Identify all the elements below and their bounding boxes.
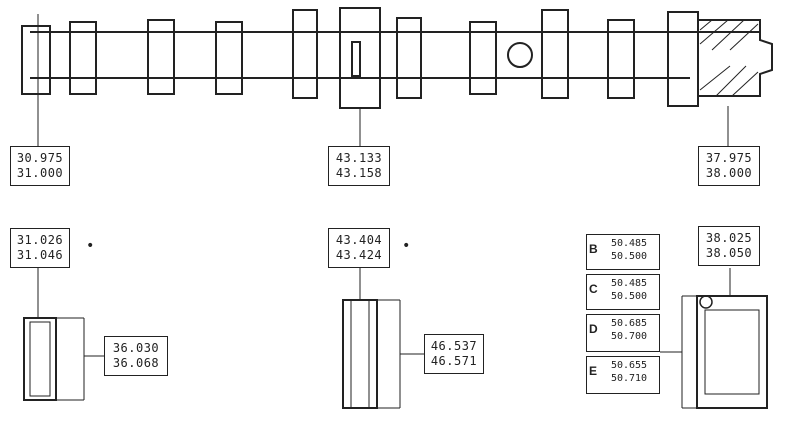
grade-box-d: D 50.685 50.700 [586, 314, 660, 352]
journal-right [667, 11, 699, 107]
mark-bullet-middle: • [402, 238, 411, 254]
right-bushing-oil-hole [699, 295, 713, 309]
dim-value-max: 43.158 [335, 166, 383, 180]
mark-bullet-left: • [86, 238, 95, 254]
dim-value-min: 38.025 [705, 231, 753, 245]
dim-value-min: 31.026 [16, 233, 64, 247]
right-end-hatch [699, 19, 759, 97]
left-bushing-outer [23, 317, 57, 401]
dim-value-max: 38.000 [705, 166, 753, 180]
grade-letter: C [589, 282, 598, 296]
dim-value-min: 36.030 [112, 341, 160, 355]
bore-right-dim-box: 38.025 38.050 [698, 226, 760, 266]
dim-value-max: 38.050 [705, 246, 753, 260]
grade-letter: D [589, 322, 598, 336]
journal-left [21, 25, 51, 95]
lobe-7 [541, 9, 569, 99]
middle-slot [351, 41, 361, 77]
dim-value-max: 36.068 [112, 356, 160, 370]
grade-value-min: 50.485 [610, 278, 648, 289]
left-bushing-inner [29, 321, 51, 397]
lobe-5 [396, 17, 422, 99]
right-bushing-inner [704, 309, 760, 395]
dim-value-max: 31.000 [16, 166, 64, 180]
grade-box-e: E 50.655 50.710 [586, 356, 660, 394]
dim-value-min: 37.975 [705, 151, 753, 165]
grade-letter: E [589, 364, 598, 378]
outer-middle-dim-box: 46.537 46.571 [424, 334, 484, 374]
bore-left-dim-box: 31.026 31.046 [10, 228, 70, 268]
bore-middle-dim-box: 43.404 43.424 [328, 228, 390, 268]
grade-letter: B [589, 242, 598, 256]
dim-value-min: 30.975 [16, 151, 64, 165]
camshaft-middle-dim-box: 43.133 43.158 [328, 146, 390, 186]
lobe-4 [292, 9, 318, 99]
dim-value-min: 43.133 [335, 151, 383, 165]
grade-box-c: C 50.485 50.500 [586, 274, 660, 310]
dim-value-max: 43.424 [335, 248, 383, 262]
camshaft-right-dim-box: 37.975 38.000 [698, 146, 760, 186]
dim-value-min: 46.537 [430, 339, 478, 353]
lobe-8 [607, 19, 635, 99]
dim-value-max: 31.046 [16, 248, 64, 262]
grade-value-max: 50.500 [610, 291, 648, 302]
dim-value-max: 46.571 [430, 354, 478, 368]
right-bushing-outer [696, 295, 768, 409]
lobe-1 [69, 21, 97, 95]
lobe-3 [215, 21, 243, 95]
right-end-section [698, 19, 773, 97]
grade-value-max: 50.500 [610, 251, 648, 262]
grade-value-min: 50.655 [610, 360, 648, 371]
grade-value-min: 50.485 [610, 238, 648, 249]
camshaft-left-dim-box: 30.975 31.000 [10, 146, 70, 186]
shaft-hole [507, 42, 533, 68]
middle-bushing-outer [342, 299, 378, 409]
dim-value-min: 43.404 [335, 233, 383, 247]
outer-left-dim-box: 36.030 36.068 [104, 336, 168, 376]
grade-value-min: 50.685 [610, 318, 648, 329]
lobe-2 [147, 19, 175, 95]
grade-box-b: B 50.485 50.500 [586, 234, 660, 270]
grade-value-max: 50.700 [610, 331, 648, 342]
lobe-6 [469, 21, 497, 95]
grade-value-max: 50.710 [610, 373, 648, 384]
